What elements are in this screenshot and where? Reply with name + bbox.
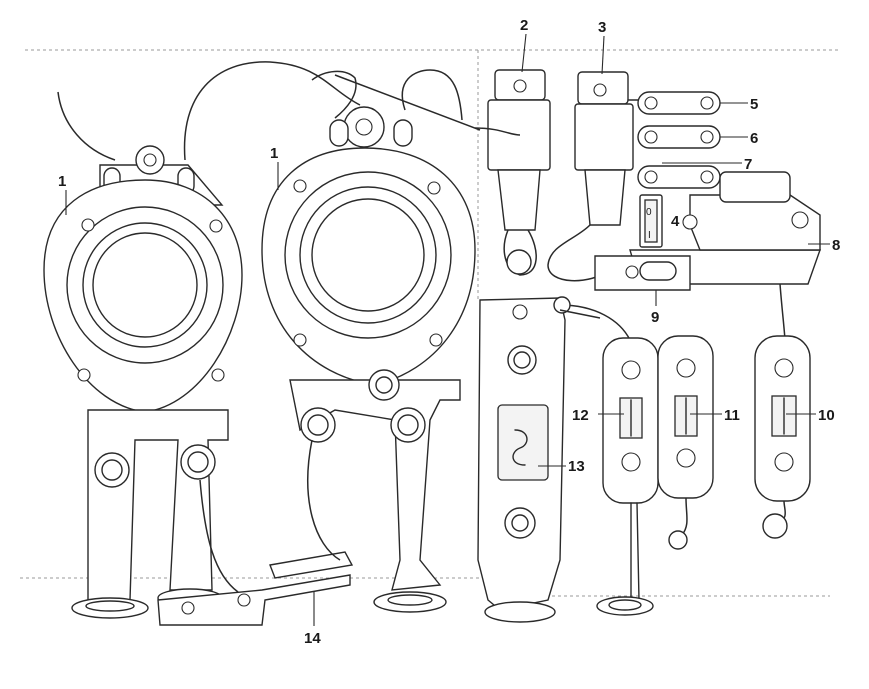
part-4-switch: 0 I (639, 194, 663, 248)
switch-mark-off: I (648, 230, 651, 241)
part-9-bracket (594, 255, 691, 291)
wiring (474, 127, 601, 319)
base-bracket (157, 439, 354, 626)
callout-4: 4 (671, 213, 680, 230)
callout-14: 14 (304, 630, 321, 647)
part-2-connector (487, 69, 551, 276)
callout-8: 8 (832, 237, 840, 254)
callout-12: 12 (572, 407, 589, 424)
fuse-holder-11 (657, 335, 714, 550)
fuse-holder-10 (754, 335, 811, 539)
switch-mark-on: 0 (646, 207, 652, 218)
callout-3: 3 (598, 19, 606, 36)
callout-7: 7 (744, 156, 752, 173)
part-3-connector (547, 71, 641, 282)
callout-5: 5 (750, 96, 758, 113)
callout-10: 10 (818, 407, 835, 424)
horn-left (43, 91, 243, 619)
horn-right (183, 61, 481, 613)
callout-1-left: 1 (58, 173, 66, 190)
callout-13: 13 (568, 458, 585, 475)
fuse-holder-12 (559, 304, 659, 601)
part-13-bracket (477, 296, 654, 623)
clamps (637, 91, 721, 189)
callout-9: 9 (651, 309, 659, 326)
callout-2: 2 (520, 17, 528, 34)
guide-lines (20, 49, 840, 597)
callout-11: 11 (724, 407, 740, 424)
callouts: 1 1 2 3 4 5 6 7 8 9 10 11 12 13 14 (58, 17, 840, 647)
callout-1-right: 1 (270, 145, 278, 162)
callout-6: 6 (750, 130, 758, 147)
